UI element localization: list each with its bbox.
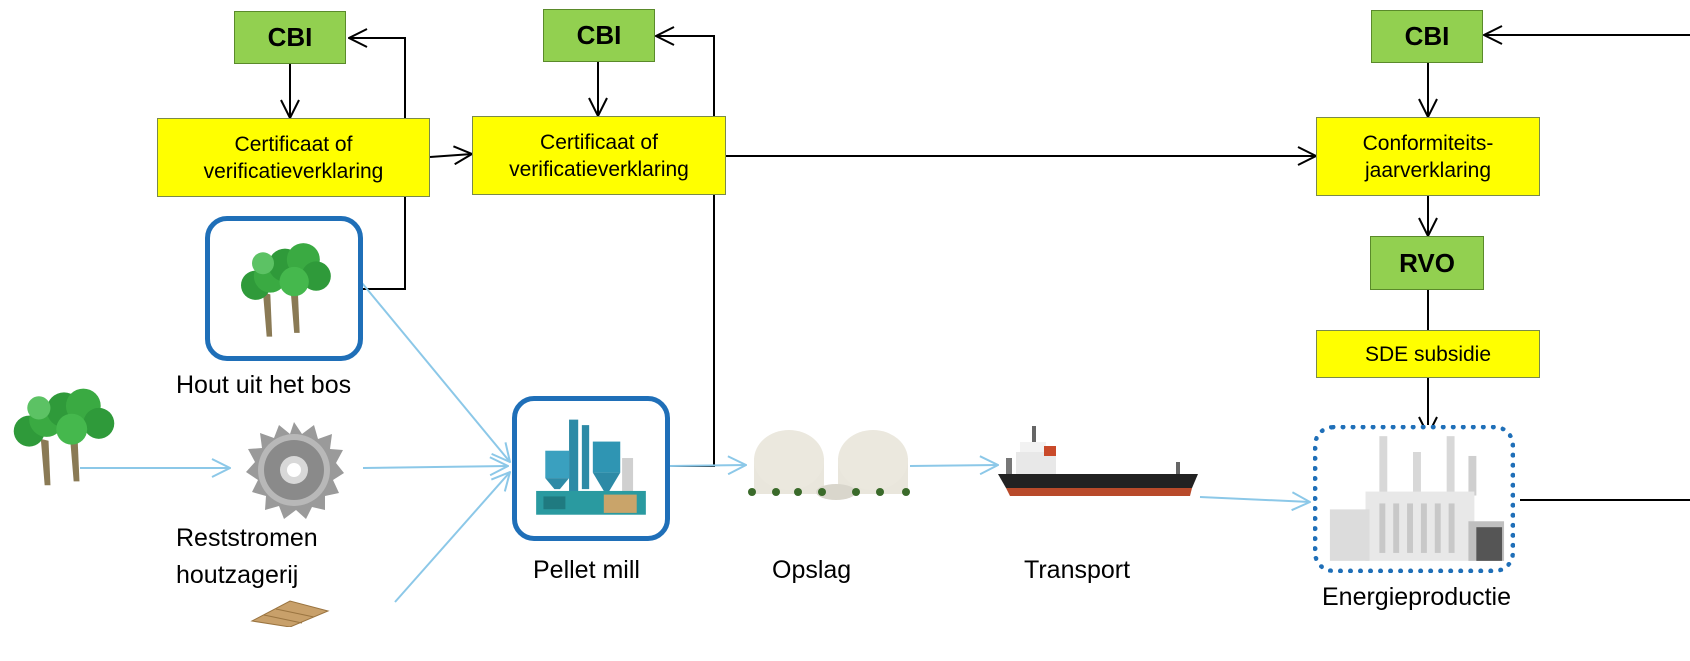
storage-domes-icon (748, 430, 910, 500)
trees-icon (241, 243, 331, 337)
sawmill-caption-line2: houtzagerij (176, 561, 299, 589)
cbi-box-energy: CBI (1371, 10, 1483, 63)
forest-caption: Hout uit het bos (176, 371, 352, 399)
cargo-ship-icon (998, 426, 1198, 496)
sawmill-caption-line1: Reststromen (176, 524, 318, 552)
energy-production-caption: Energieproductie (1322, 583, 1512, 611)
sde-subsidy-box: SDE subsidie (1316, 330, 1540, 378)
pellet-mill-caption: Pellet mill (533, 556, 640, 584)
certificate-box-forest: Certificaat of verificatieverklaring (157, 118, 430, 197)
forest-frame (205, 216, 363, 361)
rvo-box: RVO (1370, 236, 1484, 290)
cbi-label: CBI (267, 22, 313, 52)
storage-caption: Opslag (772, 556, 852, 584)
power-plant-icon (1329, 436, 1505, 561)
certificate-box-pellet: Certificaat of verificatieverklaring (472, 116, 726, 195)
cbi-label: CBI (1404, 21, 1450, 51)
sde-label: SDE subsidie (1364, 342, 1492, 366)
material-flow-arrows (80, 282, 1310, 603)
pellet-mill-icon (536, 419, 646, 515)
conformity-label: Conformiteits-jaarverklaring (1362, 131, 1494, 182)
cbi-box-forest: CBI (234, 11, 346, 64)
cbi-label: CBI (576, 20, 622, 50)
energy-production-frame (1313, 425, 1515, 573)
pellet-mill-frame (512, 396, 670, 541)
transport-caption: Transport (1024, 556, 1131, 584)
rvo-label: RVO (1399, 247, 1455, 278)
trees-icon (13, 388, 115, 486)
pallet-icon (250, 600, 330, 627)
cbi-box-pellet: CBI (543, 9, 655, 62)
certificate-label: Certificaat of verificatieverklaring (509, 130, 689, 181)
saw-blade-icon (246, 422, 344, 519)
conformity-statement-box: Conformiteits-jaarverklaring (1316, 117, 1540, 196)
certificate-label: Certificaat of verificatieverklaring (203, 132, 384, 183)
